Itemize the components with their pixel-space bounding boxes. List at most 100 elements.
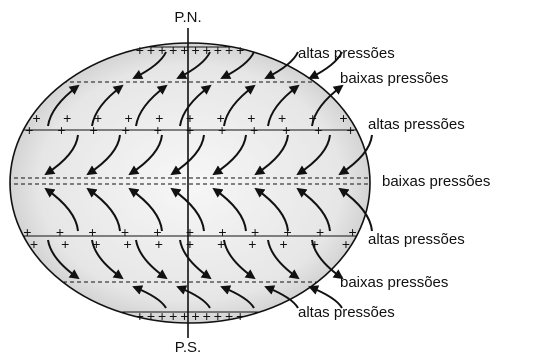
plus-marker: + (248, 236, 256, 252)
plus-marker: + (136, 308, 144, 324)
wind-arrow (267, 239, 300, 280)
wind-arrow (86, 134, 121, 176)
plus-marker: + (136, 42, 144, 58)
wind-arrow (212, 187, 247, 232)
wind-arrow (44, 187, 79, 232)
plus-marker: + (218, 122, 226, 138)
plus-marker: + (186, 110, 194, 126)
plus-marker: + (155, 236, 163, 252)
plus-marker: + (147, 308, 155, 324)
wind-arrow (264, 285, 299, 309)
plus-marker: + (186, 236, 194, 252)
plus-marker: + (280, 236, 288, 252)
plus-marker: + (203, 308, 211, 324)
plus-marker: + (154, 122, 162, 138)
wind-arrow (47, 239, 80, 280)
wind-arrow (338, 134, 373, 176)
wind-arrow (176, 285, 211, 309)
wind-arrow (170, 187, 205, 232)
south-pole-label: P.S. (175, 339, 201, 354)
plus-marker: + (180, 308, 188, 324)
belt-label: baixas pressões (340, 274, 448, 291)
plus-marker: + (32, 110, 40, 126)
wind-arrow (132, 51, 167, 79)
wind-arrow (267, 84, 300, 127)
belt-label: altas pressões (368, 116, 465, 133)
wind-arrow (170, 134, 205, 176)
plus-marker: + (347, 122, 355, 138)
plus-marker: + (191, 308, 199, 324)
plus-marker: + (61, 236, 69, 252)
plus-marker: + (203, 42, 211, 58)
belt-label: altas pressões (368, 231, 465, 248)
plus-marker: + (225, 42, 233, 58)
wind-arrow (296, 134, 331, 176)
plus-marker: + (90, 122, 98, 138)
plus-marker: + (158, 42, 166, 58)
plus-marker: + (94, 110, 102, 126)
globe-outline (9, 42, 371, 324)
plus-marker: + (214, 42, 222, 58)
wind-arrow (311, 239, 344, 280)
plus-marker: + (217, 110, 225, 126)
wind-arrow (223, 84, 256, 127)
wind-arrow (135, 239, 168, 280)
plus-marker: + (155, 110, 163, 126)
plus-marker: + (214, 308, 222, 324)
plus-marker: + (92, 236, 100, 252)
plus-marker: + (124, 236, 132, 252)
plus-marker: + (236, 308, 244, 324)
plus-marker: + (30, 236, 38, 252)
plus-marker: + (314, 122, 322, 138)
wind-arrow (264, 51, 299, 79)
wind-arrow (44, 134, 79, 176)
wind-arrow (179, 84, 212, 127)
wind-arrow (128, 187, 163, 232)
wind-arrow (308, 51, 343, 79)
plus-marker: + (250, 122, 258, 138)
plus-marker: + (283, 224, 291, 240)
plus-marker: + (186, 122, 194, 138)
plus-marker: + (339, 110, 347, 126)
wind-arrow (176, 51, 211, 79)
plus-marker: + (247, 110, 255, 126)
high-pressure-markers: ++++++++++++++++++++++++++++++++++++++++… (23, 42, 356, 324)
plus-marker: + (169, 308, 177, 324)
wind-arrow (223, 239, 256, 280)
plus-marker: + (63, 110, 71, 126)
wind-arrow (86, 187, 121, 232)
plus-marker: + (169, 42, 177, 58)
wind-arrow (254, 134, 289, 176)
plus-marker: + (186, 224, 194, 240)
plus-marker: + (225, 308, 233, 324)
plus-marker: + (88, 224, 96, 240)
plus-marker: + (251, 224, 259, 240)
plus-marker: + (125, 110, 133, 126)
plus-marker: + (309, 110, 317, 126)
plus-marker: + (121, 224, 129, 240)
belt-label: altas pressões (298, 45, 395, 62)
wind-arrow (212, 134, 247, 176)
plus-marker: + (147, 42, 155, 58)
plus-marker: + (56, 224, 64, 240)
belt-label: baixas pressões (340, 70, 448, 87)
wind-arrow (220, 285, 255, 309)
plus-marker: + (25, 122, 33, 138)
wind-arrow (47, 84, 80, 127)
wind-arrow (132, 285, 167, 309)
plus-marker: + (278, 110, 286, 126)
wind-arrow (135, 84, 168, 127)
plus-marker: + (342, 236, 350, 252)
plus-marker: + (282, 122, 290, 138)
wind-arrow (308, 285, 343, 309)
belt-label: altas pressões (298, 304, 395, 321)
plus-marker: + (191, 42, 199, 58)
plus-marker: + (153, 224, 161, 240)
wind-arrow (220, 51, 255, 79)
plus-marker: + (218, 224, 226, 240)
plus-marker: + (23, 224, 31, 240)
wind-arrow (296, 187, 331, 232)
wind-arrow (91, 239, 124, 280)
